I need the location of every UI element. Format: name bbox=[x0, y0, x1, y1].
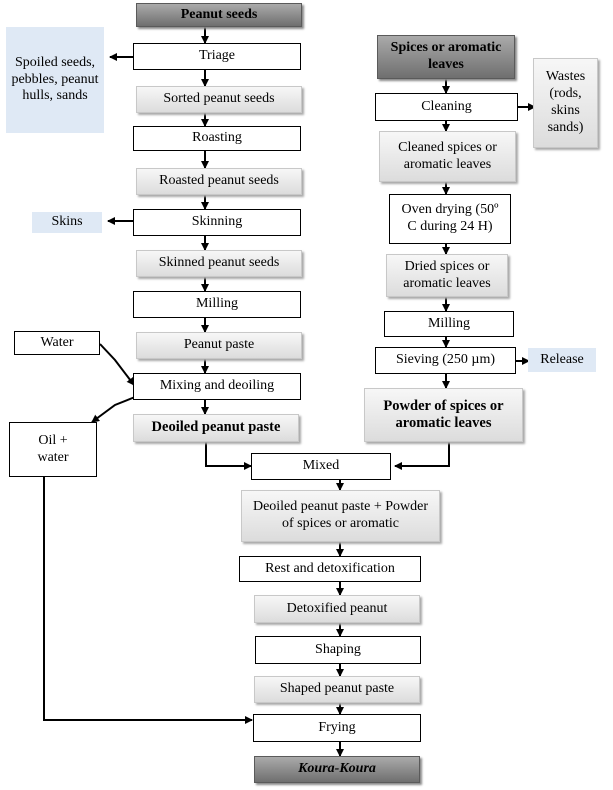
skinned-peanut-seeds-box: Skinned peanut seeds bbox=[136, 250, 302, 277]
oil-water-box: Oil + water bbox=[9, 422, 97, 477]
spices-aromatic-leaves-box: Spices or aromatic leaves bbox=[377, 35, 515, 79]
mixing-deoiling-box: Mixing and deoiling bbox=[133, 373, 301, 400]
milling-box-left: Milling bbox=[133, 291, 301, 318]
peanut-seeds-box: Peanut seeds bbox=[136, 3, 302, 27]
koura-koura-box: Koura-Koura bbox=[254, 756, 420, 783]
combined-paste-box: Deoiled peanut paste + Powder of spices … bbox=[241, 490, 440, 542]
wastes-box: Wastes (rods, skins sands) bbox=[533, 58, 598, 148]
spoiled-seeds-box: Spoiled seeds, pebbles, peanut hulls, sa… bbox=[6, 27, 104, 133]
oven-drying-box: Oven drying (50º C during 24 H) bbox=[389, 194, 511, 244]
cleaned-spices-box: Cleaned spices or aromatic leaves bbox=[379, 131, 516, 182]
powder-spices-box: Powder of spices or aromatic leaves bbox=[364, 388, 523, 442]
water-box: Water bbox=[14, 331, 100, 355]
peanut-paste-box: Peanut paste bbox=[136, 332, 302, 359]
triage-box: Triage bbox=[133, 43, 301, 70]
milling-box-right: Milling bbox=[384, 311, 514, 337]
sieving-box: Sieving (250 µm) bbox=[375, 347, 516, 374]
shaped-peanut-paste-box: Shaped peanut paste bbox=[254, 676, 420, 703]
skinning-box: Skinning bbox=[133, 209, 301, 236]
release-box: Release bbox=[528, 348, 596, 372]
roasted-peanut-seeds-box: Roasted peanut seeds bbox=[136, 168, 302, 195]
skins-box: Skins bbox=[32, 212, 102, 233]
rest-detoxification-box: Rest and detoxification bbox=[239, 556, 421, 582]
deoiled-peanut-paste-box: Deoiled peanut paste bbox=[133, 414, 299, 442]
dried-spices-box: Dried spices or aromatic leaves bbox=[386, 254, 508, 297]
sorted-peanut-seeds-box: Sorted peanut seeds bbox=[136, 86, 302, 113]
shaping-box: Shaping bbox=[255, 636, 421, 664]
cleaning-box: Cleaning bbox=[375, 93, 518, 121]
mixed-box: Mixed bbox=[251, 453, 391, 480]
roasting-box: Roasting bbox=[133, 126, 301, 151]
frying-box: Frying bbox=[253, 714, 421, 742]
detoxified-peanut-box: Detoxified peanut bbox=[254, 595, 420, 623]
